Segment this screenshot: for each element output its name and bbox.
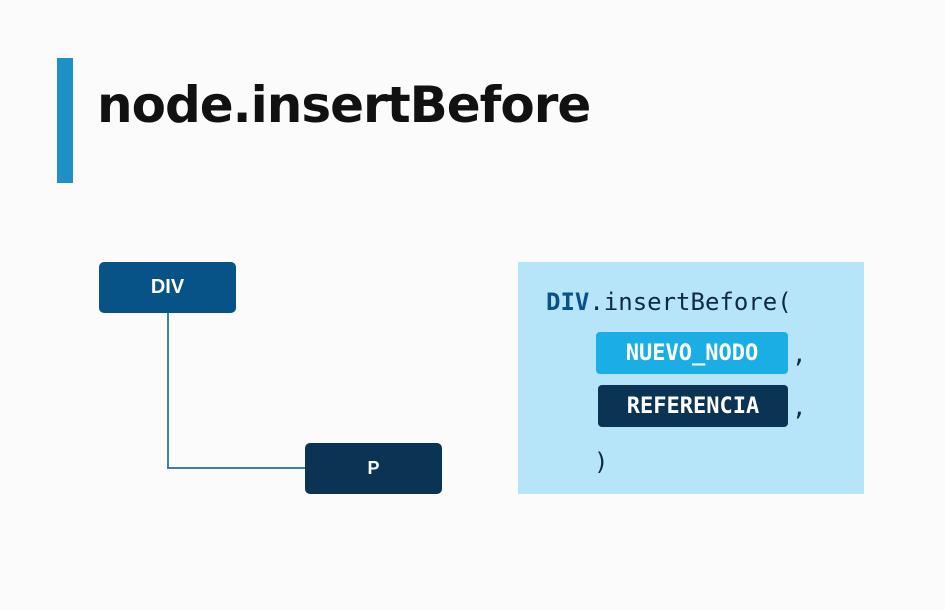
p-node-label: P [367,458,380,478]
code-close-paren: ) [594,448,609,476]
title-accent-bar [57,58,73,183]
code-method: .insertBefore( [589,288,792,316]
code-line-call: DIV.insertBefore( [546,290,792,314]
code-comma-1: , [792,340,807,368]
reference-argument-label: REFERENCIA [626,393,760,419]
div-node-label: DIV [150,276,185,298]
p-node: P [305,443,442,494]
reference-argument: REFERENCIA [598,385,788,427]
new-node-argument-label: NUEVO_NODO [625,340,759,366]
div-node: DIV [99,262,236,313]
slide-title: node.insertBefore [97,76,591,134]
code-object: DIV [546,288,590,316]
edge-div-to-p [167,313,305,469]
code-panel [518,262,864,494]
new-node-argument: NUEVO_NODO [596,332,788,374]
code-comma-2: , [792,393,807,421]
